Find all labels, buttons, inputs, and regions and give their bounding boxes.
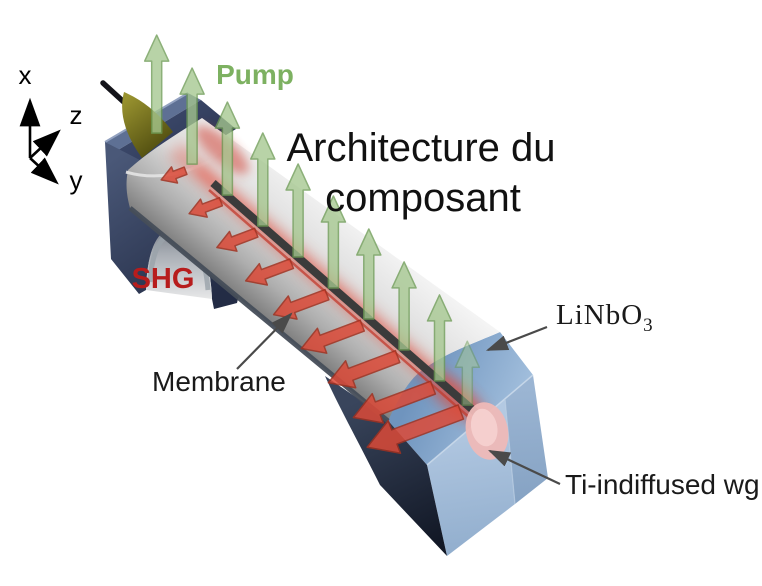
pump-arrow [320,195,347,289]
pump-arrow [285,163,311,258]
pump-label: Pump [216,59,294,90]
shg-arrow [216,227,259,252]
axis-z-arrow [29,129,61,159]
shg-arrow [327,349,401,389]
membrane-label: Membrane [152,366,286,397]
pump-arrow [391,261,417,351]
pump-arrow [356,228,382,320]
ti-waveguide-label: Ti-indiffused wg [565,469,760,500]
page-title-line1: Architecture du [286,126,555,170]
page-title-line2: composant [325,176,521,220]
pump-arrow [214,101,241,196]
linbo3-label-subscript: 3 [643,315,654,336]
substrate-dark-side-face [325,376,447,556]
linbo3-label-base: LiNbO [556,299,643,331]
axis-y-label: y [70,165,83,195]
axis-z-label: z [70,100,83,130]
mode-profile [465,402,509,460]
coordinate-axes: x z y [19,60,83,195]
shg-arrow [188,196,224,218]
linbo3-label: LiNbO3 [556,299,654,336]
shg-arrows-group [160,166,465,455]
pump-arrow [143,34,170,134]
fiber-cone [122,92,173,158]
pump-arrow [426,294,453,382]
substrate-right-face [505,375,548,504]
shg-arrow [352,380,437,424]
axis-x-label: x [19,60,32,90]
shg-arrow [300,319,366,354]
shg-label: SHG [132,263,195,295]
pump-arrow [454,340,481,407]
membrane-pointer-arrow [236,312,293,370]
fiber-rod [100,80,129,107]
axis-y-arrow [29,157,59,185]
pump-arrow [179,67,205,165]
linbo3-pointer-arrow [485,325,548,352]
ti-waveguide-pointer-arrow [488,450,561,485]
shg-arrow [366,404,465,455]
mode-profile-core [470,408,498,447]
pump-arrows-group [143,34,481,407]
shg-arrow [244,258,295,286]
input-fiber [100,80,173,158]
annotation-arrows [236,312,561,485]
shg-arrow [160,166,188,184]
pump-arrow [250,132,276,227]
